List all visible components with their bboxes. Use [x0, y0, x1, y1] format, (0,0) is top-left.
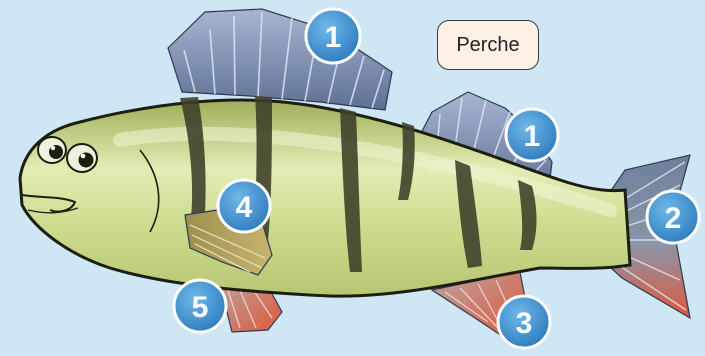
- marker-dorsal-front: 1: [306, 9, 360, 63]
- marker-label: 1: [325, 21, 342, 54]
- species-label: Perche: [437, 20, 539, 70]
- marker-caudal: 2: [647, 191, 699, 243]
- marker-pectoral: 4: [218, 180, 270, 232]
- marker-pelvic: 5: [174, 280, 226, 332]
- marker-label: 2: [665, 202, 682, 235]
- marker-dorsal-rear: 1: [506, 109, 558, 161]
- marker-label: 3: [516, 307, 533, 340]
- marker-label: 1: [524, 120, 541, 153]
- marker-label: 5: [192, 291, 209, 324]
- marker-anal: 3: [498, 296, 550, 348]
- species-name: Perche: [456, 34, 519, 57]
- marker-label: 4: [236, 191, 253, 224]
